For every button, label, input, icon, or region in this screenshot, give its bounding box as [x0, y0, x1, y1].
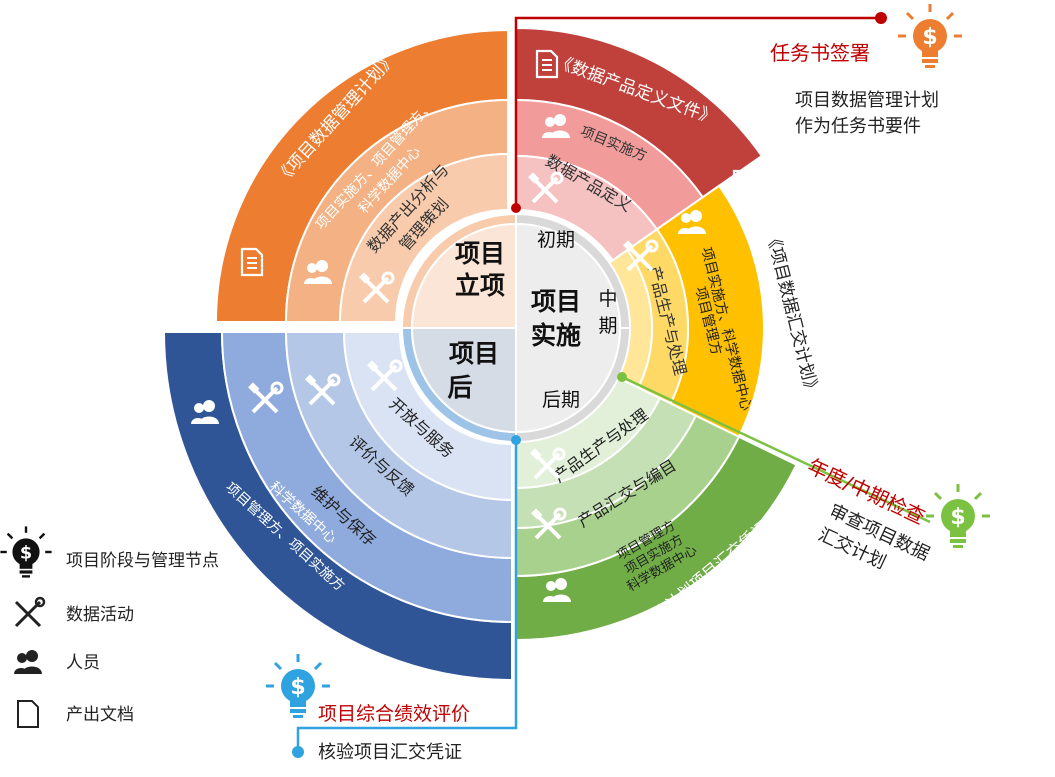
milestone-connectors	[292, 12, 931, 758]
legend-document-icon	[17, 700, 39, 728]
milestone-bulb-icon	[924, 482, 992, 548]
legend-milestone: 项目阶段与管理节点	[66, 551, 219, 571]
center-initiation: 项目	[455, 239, 505, 268]
legend-activity: 数据活动	[66, 605, 134, 625]
milestone-task-desc: 作为任务书要件	[795, 116, 921, 137]
center-middle: 期	[598, 315, 617, 337]
diagram-rings	[162, 26, 798, 682]
legend-people: 人员	[66, 653, 100, 673]
document-icon	[548, 637, 572, 667]
legend-document: 产出文档	[66, 705, 134, 725]
middle-document: 《项目数据汇交计划》	[762, 229, 823, 399]
center-initiation: 立项	[455, 271, 505, 300]
legend-people-icon	[14, 650, 42, 674]
legend-milestone-icon	[0, 525, 53, 578]
center-early: 初期	[537, 229, 575, 251]
center-post: 项目	[449, 339, 499, 368]
center-post: 后	[447, 373, 472, 402]
legend-activity-icon	[14, 596, 46, 628]
center-middle: 中	[598, 288, 617, 310]
center-implementation: 项目	[531, 287, 581, 316]
legend: 项目阶段与管理节点 数据活动 人员 产出文档	[0, 525, 219, 728]
milestone-bulb-icon	[896, 2, 964, 68]
milestone-final-desc: 核验项目汇交凭证	[318, 742, 462, 763]
center-labels: 项目 立项 项目 实施 项目 后 初期 中 期 后期	[447, 229, 617, 411]
milestone-task-desc: 项目数据管理计划	[795, 90, 939, 111]
milestone-final-title: 项目综合绩效评价	[318, 703, 470, 725]
center-late: 后期	[542, 389, 580, 411]
core-post	[410, 327, 517, 434]
document-icon	[732, 169, 756, 199]
center-implementation: 实施	[531, 321, 581, 350]
milestone-task-title: 任务书签署	[770, 41, 870, 65]
